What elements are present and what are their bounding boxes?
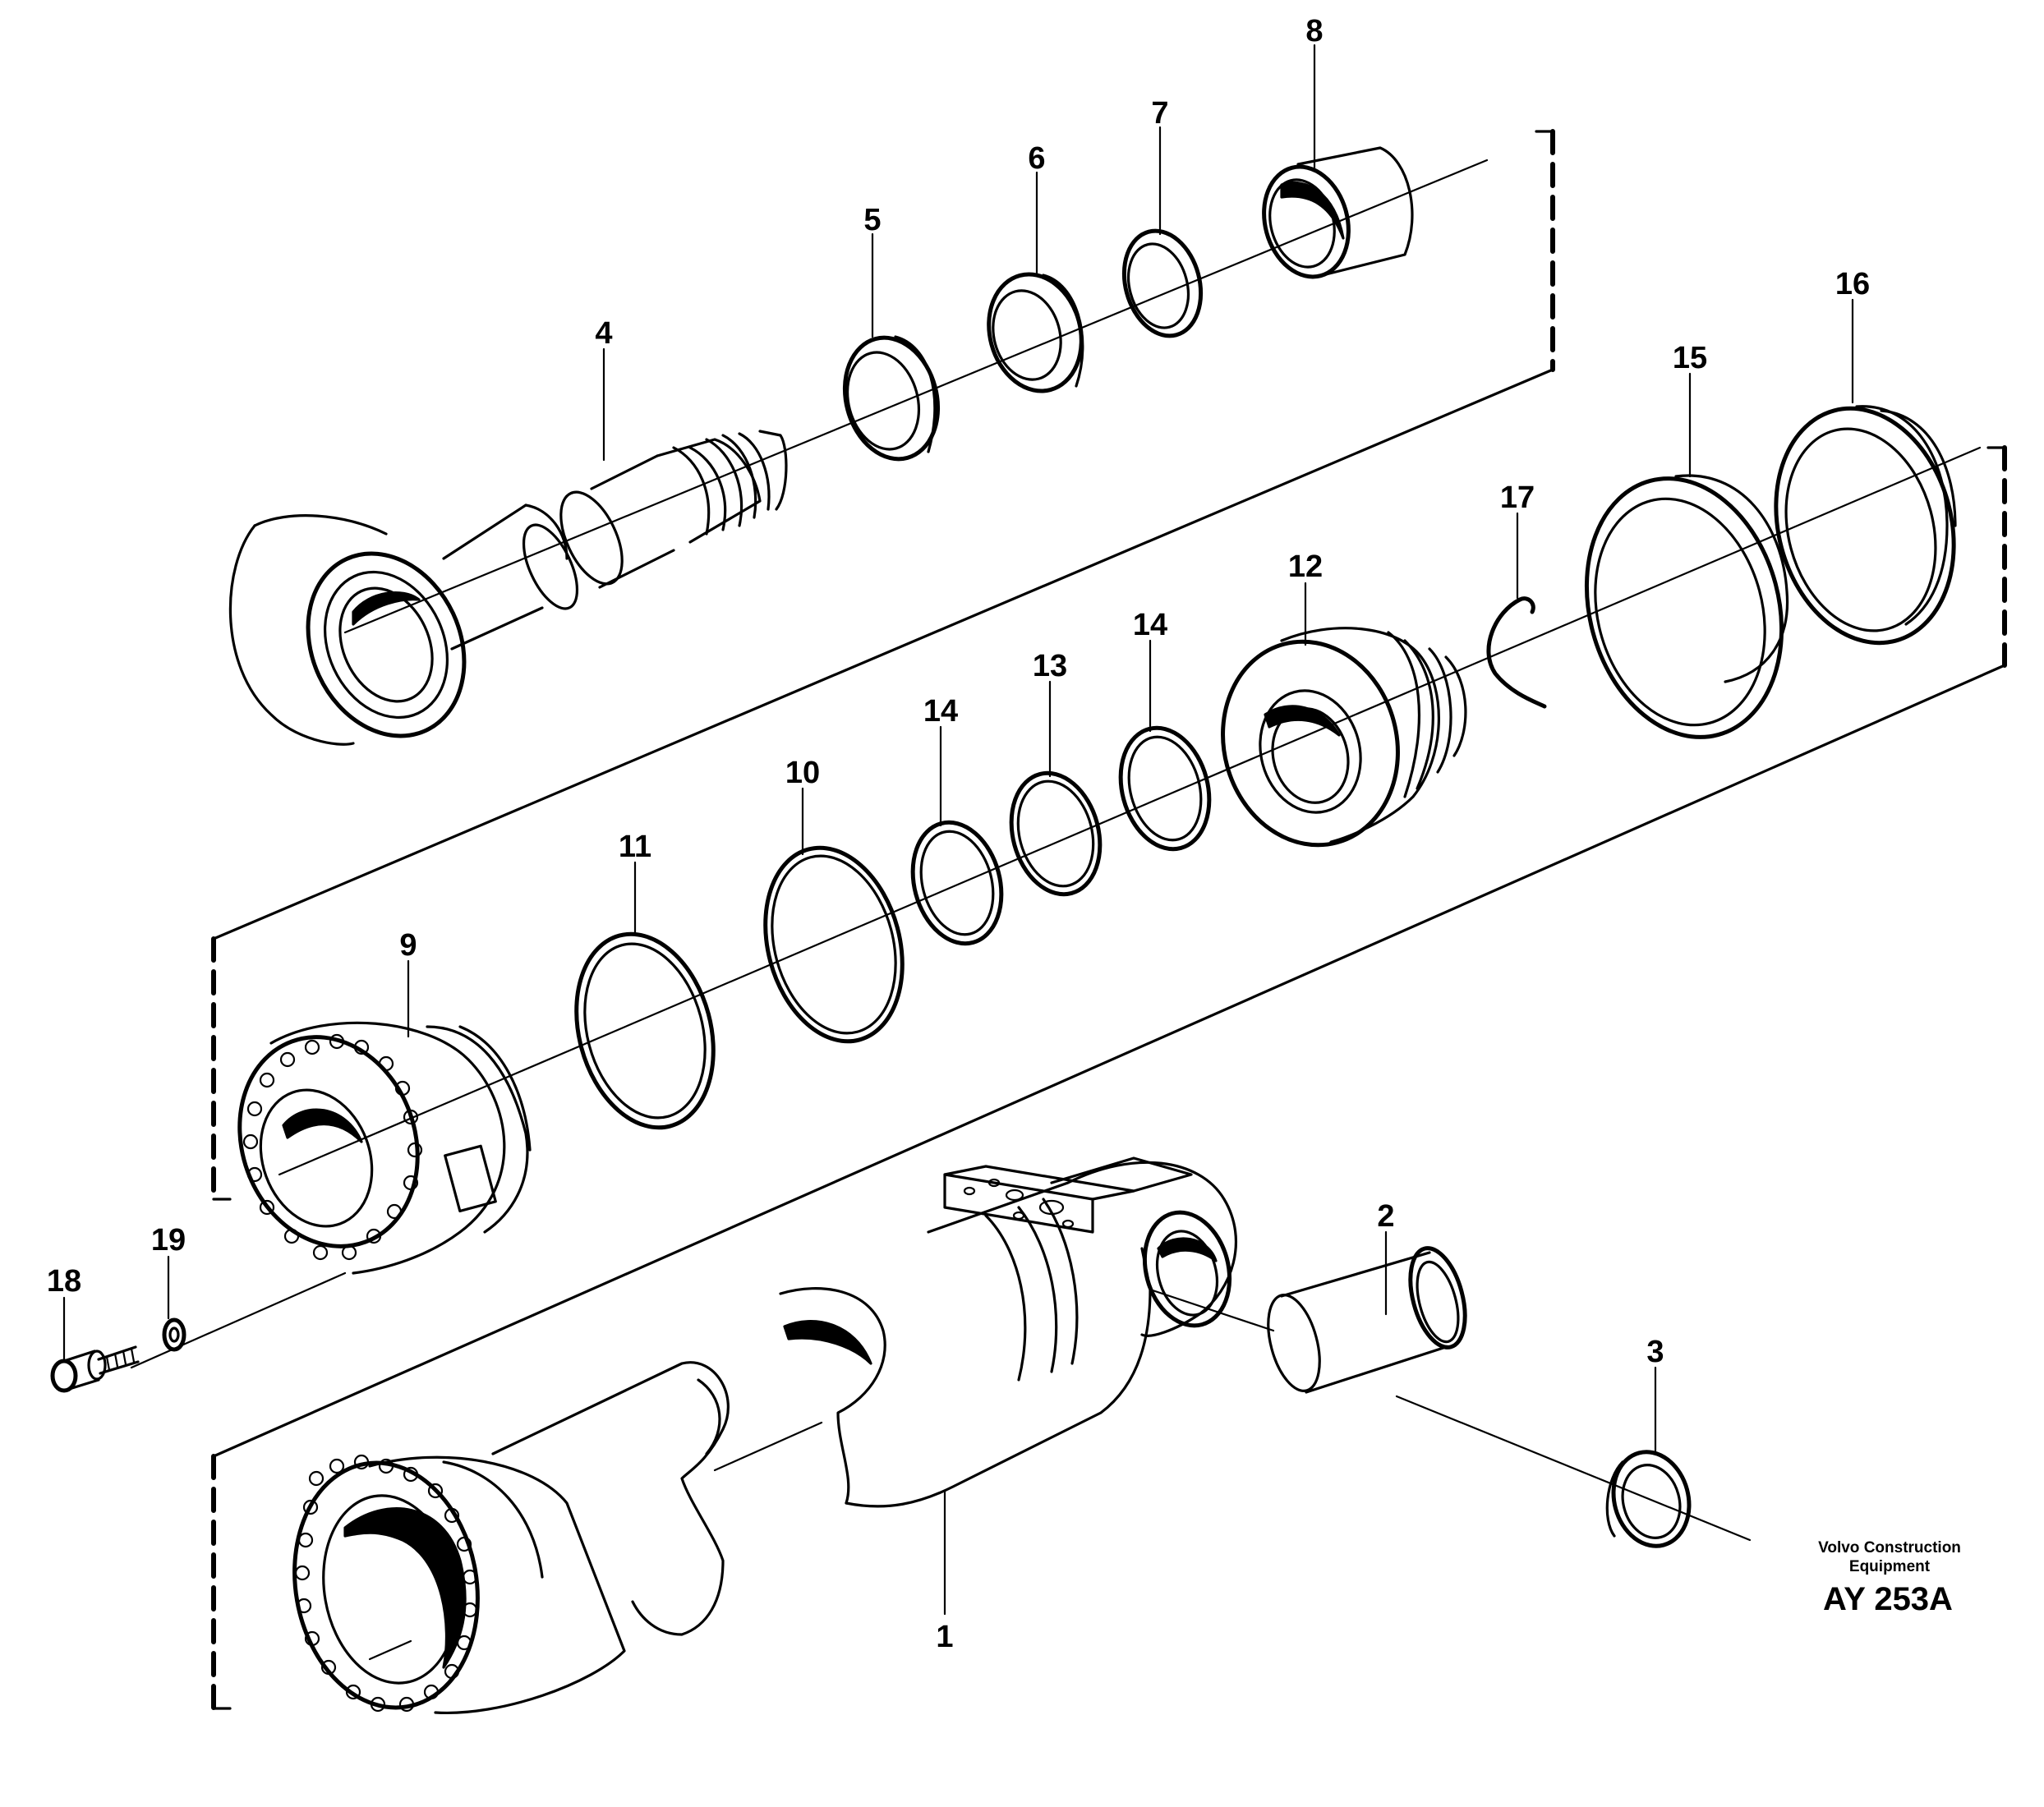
label-part-1: 1 [936,1620,953,1654]
label-part-15: 15 [1673,341,1707,375]
label-part-3: 3 [1646,1335,1664,1369]
screw-part-18 [50,1345,140,1393]
caption-company-line2: Equipment [1849,1558,1931,1575]
label-part-17: 17 [1500,480,1535,515]
cylinder-head-part-9 [237,1021,532,1275]
bracket-frame-bottom [211,1454,232,1711]
label-part-18: 18 [47,1264,81,1299]
label-part-8: 8 [1305,14,1323,48]
ring-part-14-right [1118,725,1212,852]
label-part-2: 2 [1377,1199,1394,1234]
rod-seal-part-5 [842,335,941,462]
label-part-19: 19 [151,1223,186,1258]
o-ring-part-7 [1121,228,1204,338]
bracket-frame-top [212,129,1555,940]
ring-part-10 [763,845,905,1044]
washer-part-19 [162,1317,186,1352]
label-part-16: 16 [1835,267,1870,301]
label-part-13: 13 [1033,649,1067,683]
seal-ring-part-16 [1774,405,1957,646]
label-part-9: 9 [399,928,417,963]
figure-caption: Volvo Construction Equipment AY 253A [1818,1539,1961,1617]
seal-part-3 [1605,1450,1692,1548]
piston-part-12 [1221,627,1467,848]
sleeve-part-2 [1267,1246,1467,1394]
label-part-10: 10 [785,756,820,790]
ring-part-13 [1009,770,1103,897]
bolt-holes-head [242,1033,423,1261]
label-part-14-left: 14 [923,694,958,729]
lock-clip-part-17 [1486,596,1547,709]
piston-rod-eye-part-4 [228,430,788,746]
caption-company-line1: Volvo Construction [1818,1539,1961,1556]
label-part-4: 4 [595,316,612,351]
caption-figure-code: AY 253A [1823,1581,1953,1617]
callouts: 8 7 6 5 4 16 15 17 12 14 13 14 10 11 9 2… [47,14,1870,1654]
label-part-12: 12 [1288,549,1323,584]
guide-ring-part-15 [1584,474,1789,739]
label-part-6: 6 [1028,141,1045,176]
wiper-ring-part-6 [987,272,1084,393]
ring-part-14-left [910,820,1004,946]
label-part-14-right: 14 [1133,608,1167,642]
label-part-7: 7 [1151,96,1168,131]
bolt-holes-tube [294,1454,478,1713]
ring-part-11 [574,931,716,1130]
bracket-frame-middle [211,445,2007,1458]
label-part-5: 5 [863,203,881,237]
cylinder-tube-part-1 [292,1156,1237,1715]
bushing-part-8 [1262,146,1414,279]
label-part-11: 11 [619,830,651,864]
